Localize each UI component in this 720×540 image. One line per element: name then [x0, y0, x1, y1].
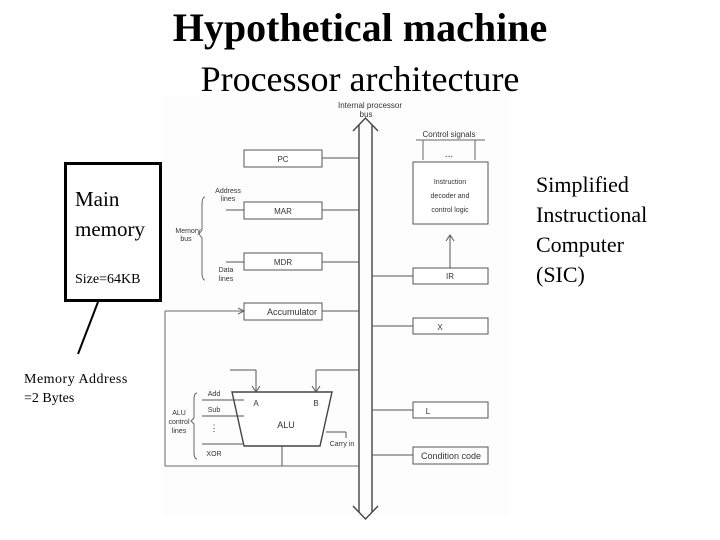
x-label: X — [437, 323, 443, 332]
memory-address-label: Memory Address — [24, 372, 128, 387]
alu-control-label1: ALU — [172, 410, 186, 417]
instruction-decoder — [412, 161, 489, 225]
x-register — [412, 317, 489, 335]
pc-label: PC — [277, 155, 288, 164]
decoder-line2: decoder and — [431, 193, 470, 200]
alu-block — [231, 391, 333, 447]
address-lines-label1: Address — [215, 188, 241, 195]
sic-line1: Simplified — [536, 172, 629, 197]
mdr-label: MDR — [274, 258, 292, 267]
carry-in-label: Carry in — [330, 441, 355, 448]
alu-control-xor: XOR — [206, 451, 221, 458]
memory-address-size: =2 Bytes — [24, 391, 75, 406]
alu-control-label2: control — [168, 419, 189, 426]
main-memory-size: Size=64KB — [75, 272, 141, 287]
l-register — [412, 401, 489, 419]
memory-bus-label1: Memory — [175, 228, 201, 235]
sic-description: Simplified Instructional Computer (SIC) — [536, 170, 647, 290]
alu-control-sub: Sub — [208, 407, 221, 414]
decoder-line3: control logic — [431, 207, 469, 214]
address-lines-label2: lines — [221, 196, 236, 203]
internal-bus — [352, 116, 379, 521]
alu-control-label3: lines — [172, 428, 187, 435]
memory-bus-brace — [198, 196, 206, 281]
alu-control-brace — [190, 392, 198, 460]
bus-label-line2: bus — [360, 110, 373, 119]
page-subtitle: Processor architecture — [200, 59, 520, 99]
l-label: L — [426, 407, 431, 416]
control-signals-label: Control signals — [423, 130, 476, 139]
condition-code-label: Condition code — [421, 451, 481, 461]
main-memory-label-line2: memory — [75, 217, 145, 241]
data-lines-label2: lines — [219, 276, 234, 283]
main-memory-label-line1: Main — [75, 187, 120, 211]
accumulator-label: Accumulator — [267, 307, 317, 317]
alu-label: ALU — [277, 420, 295, 430]
data-lines-label1: Data — [219, 267, 234, 274]
sic-line3: Computer — [536, 232, 624, 257]
memory-bus-label2: bus — [180, 236, 192, 243]
sic-line2: Instructional — [536, 202, 648, 227]
page-title: Hypothetical machine — [172, 5, 548, 50]
ir-label: IR — [446, 272, 454, 281]
alu-control-add: Add — [208, 391, 221, 398]
decoder-line1: Instruction — [434, 179, 466, 186]
control-dots: ... — [445, 149, 453, 160]
sic-line4: (SIC) — [536, 262, 585, 287]
alu-input-b: B — [313, 399, 318, 408]
mar-label: MAR — [274, 207, 292, 216]
alu-input-a: A — [253, 399, 259, 408]
memory-pointer-line — [77, 301, 99, 355]
alu-control-dots: ⋮ — [210, 423, 219, 433]
main-memory-box — [64, 162, 162, 302]
bus-label-line1: Internal processor — [338, 101, 402, 110]
